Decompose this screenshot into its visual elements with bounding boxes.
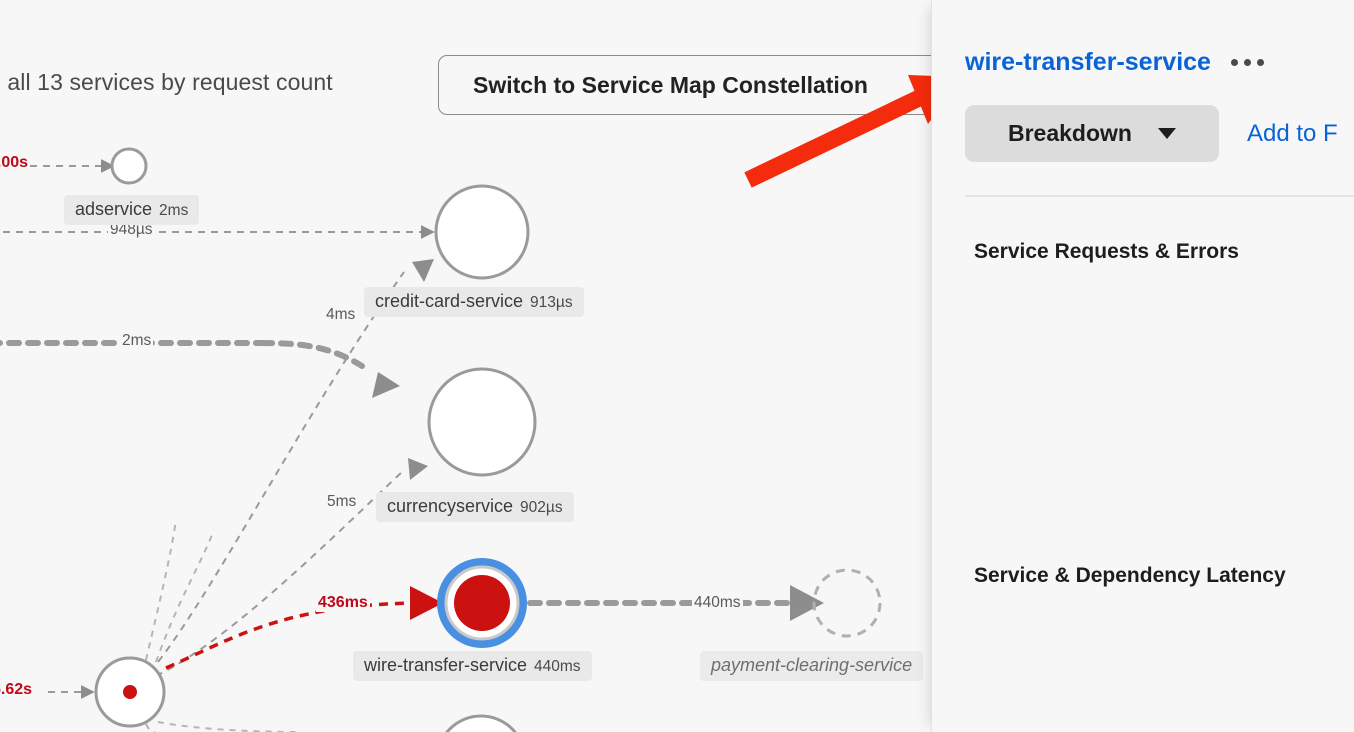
map-node-root-error-dot [123, 685, 137, 699]
chevron-down-icon [1157, 128, 1176, 139]
kebab-dot-2 [1243, 59, 1251, 66]
map-node-adservice[interactable] [110, 147, 148, 185]
service-map-graph [0, 147, 882, 732]
edge-2ms-arrowhead [372, 372, 400, 398]
edge-fan-1 [145, 519, 177, 661]
map-node-partial-bottom[interactable] [437, 714, 525, 732]
node-label-currencyservice[interactable]: currencyservice 902µs [376, 492, 574, 522]
map-node-wire-transfer-service[interactable] [454, 575, 510, 631]
edge-5ms [155, 469, 405, 677]
map-header: g all 13 services by request count Switc… [0, 30, 932, 115]
panel-actions: Breakdown Add to F [965, 105, 1338, 162]
node-label-wire-transfer-service-duration: 440ms [534, 658, 581, 675]
edge-436ms-arrowhead [410, 586, 443, 620]
edge-label-5-62s: 5.62s [0, 681, 35, 699]
map-node-credit-card-service[interactable] [434, 184, 530, 280]
node-label-adservice[interactable]: adservice 2ms [64, 195, 200, 225]
more-options-icon[interactable] [1229, 53, 1266, 72]
edge-label-5ms: 5ms [325, 493, 359, 511]
node-label-adservice-text: adservice [75, 199, 153, 219]
node-label-payment-clearing-service[interactable]: payment-clearing-service [700, 651, 924, 681]
add-to-button[interactable]: Add to F [1247, 119, 1338, 147]
node-label-credit-card-service-duration: 913µs [530, 294, 573, 311]
switch-to-constellation-button[interactable]: Switch to Service Map Constellation [438, 55, 932, 115]
edge-fan-4 [145, 723, 156, 732]
edge-label-2-00s: 2.00s [0, 154, 31, 172]
edge-label-948us: 948µs [108, 221, 155, 239]
node-label-credit-card-service[interactable]: credit-card-service 913µs [364, 287, 584, 317]
node-label-currencyservice-text: currencyservice [387, 496, 514, 516]
panel-divider [965, 195, 1354, 197]
map-node-payment-clearing-service[interactable] [812, 568, 882, 638]
node-label-wire-transfer-service[interactable]: wire-transfer-service 440ms [353, 651, 592, 681]
edge-label-440ms: 440ms [692, 594, 743, 612]
kebab-dot-1 [1230, 59, 1238, 66]
service-map-canvas[interactable]: g all 13 services by request count Switc… [0, 0, 932, 732]
map-caption: g all 13 services by request count [0, 69, 333, 95]
edge-440ms-arrowhead [790, 585, 824, 621]
section-title-latency: Service & Dependency Latency [974, 564, 1286, 587]
edge-label-4ms: 4ms [324, 306, 358, 324]
node-label-credit-card-service-text: credit-card-service [375, 291, 524, 311]
panel-service-name-link[interactable]: wire-transfer-service [965, 48, 1211, 76]
node-label-currencyservice-duration: 902µs [520, 499, 563, 516]
edge-fan-2 [155, 529, 215, 663]
edge-4ms-arrowhead [412, 259, 434, 282]
map-node-currencyservice[interactable] [427, 367, 537, 477]
kebab-dot-3 [1256, 59, 1264, 66]
edge-5ms-arrowhead [408, 458, 428, 480]
edge-2ms-curve [259, 340, 365, 369]
edge-4ms [149, 271, 405, 673]
section-title-requests: Service Requests & Errors [974, 240, 1239, 263]
edge-label-436ms: 436ms [316, 594, 370, 612]
breakdown-label: Breakdown [1008, 120, 1132, 146]
node-label-adservice-duration: 2ms [159, 202, 189, 219]
breakdown-dropdown[interactable]: Breakdown [965, 105, 1219, 162]
edge-fan-3 [157, 721, 301, 732]
node-label-payment-clearing-service-text: payment-clearing-service [711, 655, 913, 675]
edge-label-2ms: 2ms [120, 332, 154, 350]
node-label-wire-transfer-service-text: wire-transfer-service [364, 655, 528, 675]
service-details-panel: wire-transfer-service Breakdown Add to F… [931, 0, 1354, 732]
panel-title-row: wire-transfer-service [965, 48, 1266, 77]
